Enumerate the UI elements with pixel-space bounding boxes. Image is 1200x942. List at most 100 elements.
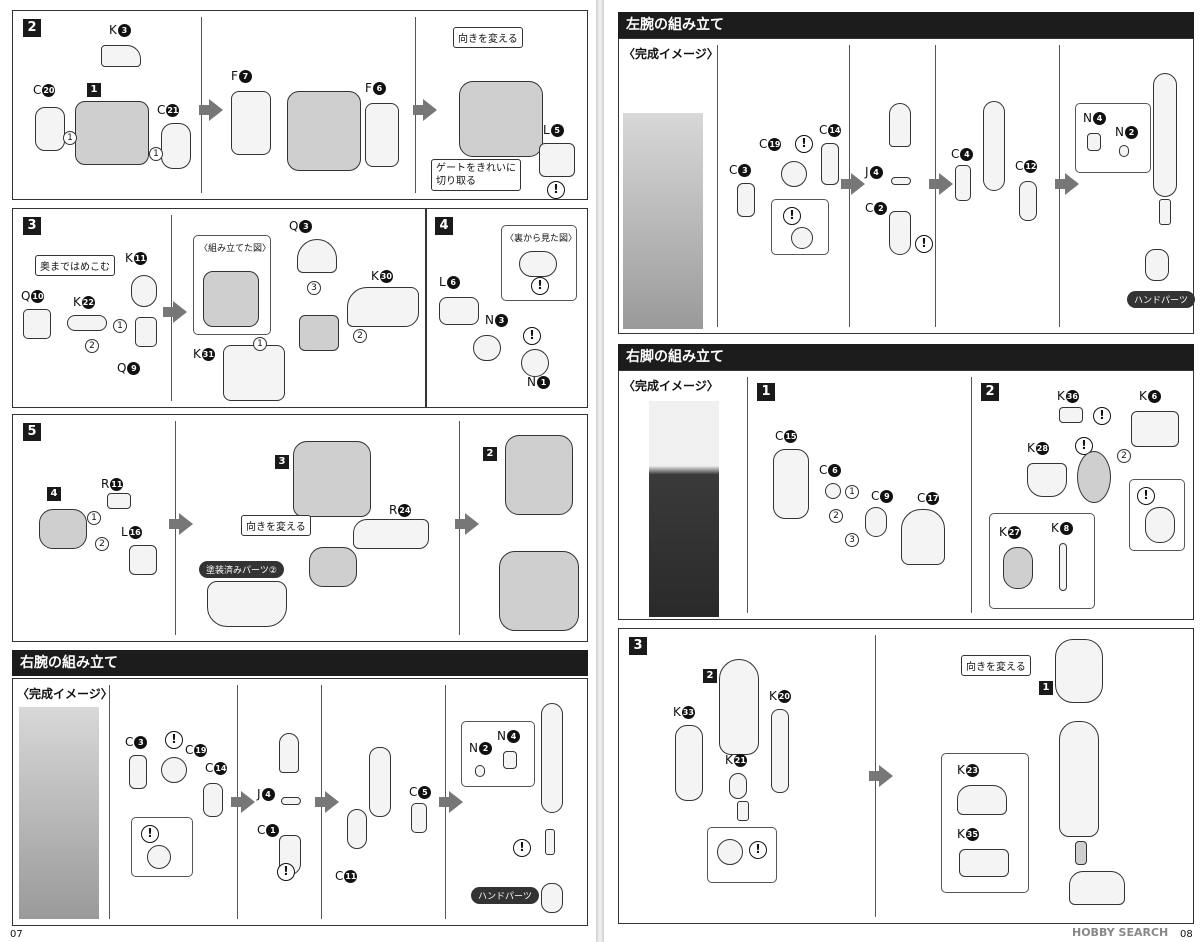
part-shape	[1027, 463, 1067, 497]
section-header: 右脚の組み立て	[618, 344, 1194, 370]
part-shape	[539, 143, 575, 177]
part-shape	[889, 103, 911, 147]
part-shape	[1153, 73, 1177, 197]
shoe-part	[1069, 871, 1125, 905]
order-number: 2	[829, 509, 843, 523]
caution-icon: !	[1075, 437, 1093, 455]
subassembly-number: 2	[703, 669, 717, 683]
torso-part	[505, 435, 573, 515]
order-number: 2	[1117, 449, 1131, 463]
caution-icon: !	[141, 825, 159, 843]
torso-part	[293, 441, 371, 517]
caution-icon: !	[523, 327, 541, 345]
shoe-part	[957, 785, 1007, 815]
section-header: 右腕の組み立て	[12, 650, 588, 676]
caution-icon: !	[783, 207, 801, 225]
part-shape	[107, 493, 131, 509]
order-number: 1	[149, 147, 163, 161]
panel-divider	[971, 377, 972, 613]
part-shape	[791, 227, 813, 249]
order-number: 3	[845, 533, 859, 547]
part-shape	[369, 747, 391, 817]
part-shape	[203, 271, 259, 327]
part-shape	[231, 91, 271, 155]
part-shape	[821, 143, 839, 185]
part-shape	[439, 297, 479, 325]
part-shape	[1077, 451, 1111, 503]
part-shape	[1019, 181, 1037, 221]
part-shape	[129, 545, 157, 575]
part-shape	[347, 287, 419, 327]
subassembly-number: 3	[275, 455, 289, 469]
caution-icon: !	[1093, 407, 1111, 425]
part-shape	[299, 315, 339, 351]
part-shape	[737, 801, 749, 821]
part-shape	[1055, 639, 1103, 703]
complete-photo	[19, 707, 99, 919]
part-shape	[1059, 407, 1083, 423]
part-shape	[1059, 543, 1067, 591]
caution-icon: !	[165, 731, 183, 749]
part-shape	[983, 101, 1005, 191]
part-shape	[147, 845, 171, 869]
caution-icon: !	[547, 181, 565, 199]
part-shape	[889, 211, 911, 255]
step-number: 5	[23, 423, 41, 441]
part-shape	[781, 161, 807, 187]
order-number: 2	[353, 329, 367, 343]
part-shape	[1119, 145, 1129, 157]
torso-part	[459, 81, 543, 157]
panel-divider	[109, 685, 110, 919]
part-shape	[473, 335, 501, 361]
part-shape	[1059, 721, 1099, 837]
step-arrow	[1055, 173, 1079, 195]
part-shape	[545, 829, 555, 855]
part-shape	[519, 251, 557, 277]
part-shape	[129, 755, 147, 789]
step-number: 3	[629, 637, 647, 655]
painted-parts-tag: 塗装済みパーツ②	[199, 561, 284, 578]
part-shape	[955, 165, 971, 201]
caution-icon: !	[749, 841, 767, 859]
part-shape	[365, 103, 399, 167]
panel-divider	[717, 45, 718, 327]
order-number: 2	[95, 537, 109, 551]
step-arrow	[439, 791, 463, 813]
step-arrow	[841, 173, 865, 195]
part-shape	[1131, 411, 1179, 447]
part-shape	[309, 547, 357, 587]
step-number: 2	[981, 383, 999, 401]
step-arrow	[455, 513, 479, 535]
